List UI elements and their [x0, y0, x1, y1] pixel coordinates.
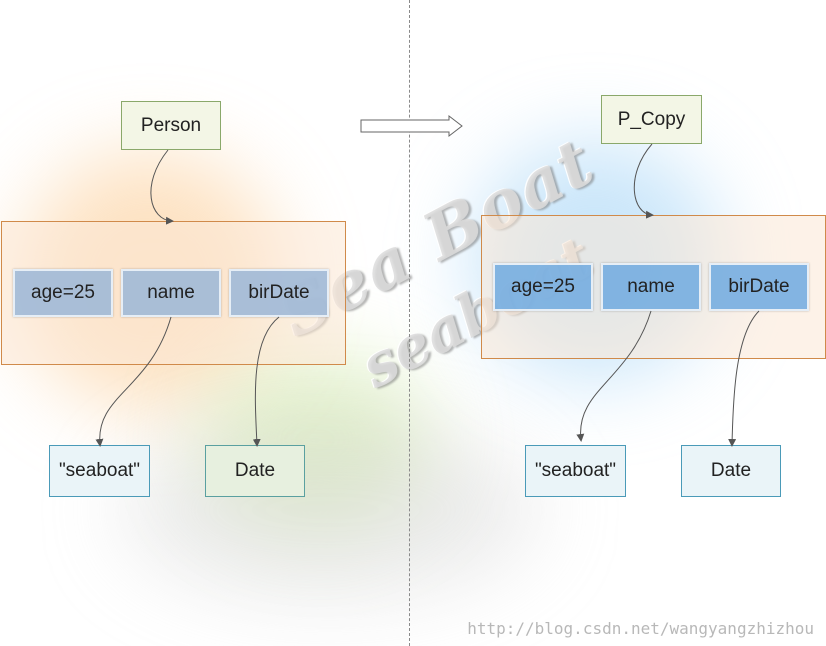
copy-date-value-text: Date	[710, 460, 752, 481]
copy-field-name: name	[601, 263, 701, 311]
copy-field-birdate: birDate	[709, 263, 809, 311]
person-string-value-box: "seaboat"	[49, 445, 150, 497]
center-divider	[409, 0, 410, 646]
copy-string-value-box: "seaboat"	[525, 445, 626, 497]
copy-field-age-text: age=25	[511, 276, 575, 297]
person-name-to-string-connector	[95, 316, 172, 447]
person-field-birdate: birDate	[229, 269, 329, 317]
copy-label-box: P_Copy	[601, 95, 702, 144]
person-field-name: name	[121, 269, 221, 317]
person-field-age: age=25	[13, 269, 113, 317]
person-label-box: Person	[121, 101, 221, 150]
copy-label-text: P_Copy	[617, 108, 686, 130]
person-field-birdate-text: birDate	[248, 282, 310, 303]
background-glow-green	[200, 350, 430, 530]
person-date-value-box: Date	[205, 445, 305, 497]
copy-transform-arrow	[360, 114, 463, 138]
copy-birdate-to-date-connector	[728, 310, 760, 447]
person-field-age-text: age=25	[31, 282, 95, 303]
copy-to-container-connector	[633, 143, 654, 219]
person-label-text: Person	[140, 114, 202, 136]
person-string-value-text: "seaboat"	[58, 460, 141, 481]
copy-string-value-text: "seaboat"	[534, 460, 617, 481]
copy-field-birdate-text: birDate	[728, 276, 790, 297]
person-birdate-to-date-connector	[252, 316, 280, 447]
footer-url: http://blog.csdn.net/wangyangzhizhou	[467, 619, 814, 638]
person-to-container-connector	[150, 149, 174, 225]
copy-field-name-text: name	[627, 276, 675, 297]
person-field-name-text: name	[147, 282, 195, 303]
person-date-value-text: Date	[234, 460, 276, 481]
copy-date-value-box: Date	[681, 445, 781, 497]
copy-field-age: age=25	[493, 263, 593, 311]
copy-name-to-string-connector	[576, 310, 652, 442]
background-glow-gray	[120, 420, 540, 600]
